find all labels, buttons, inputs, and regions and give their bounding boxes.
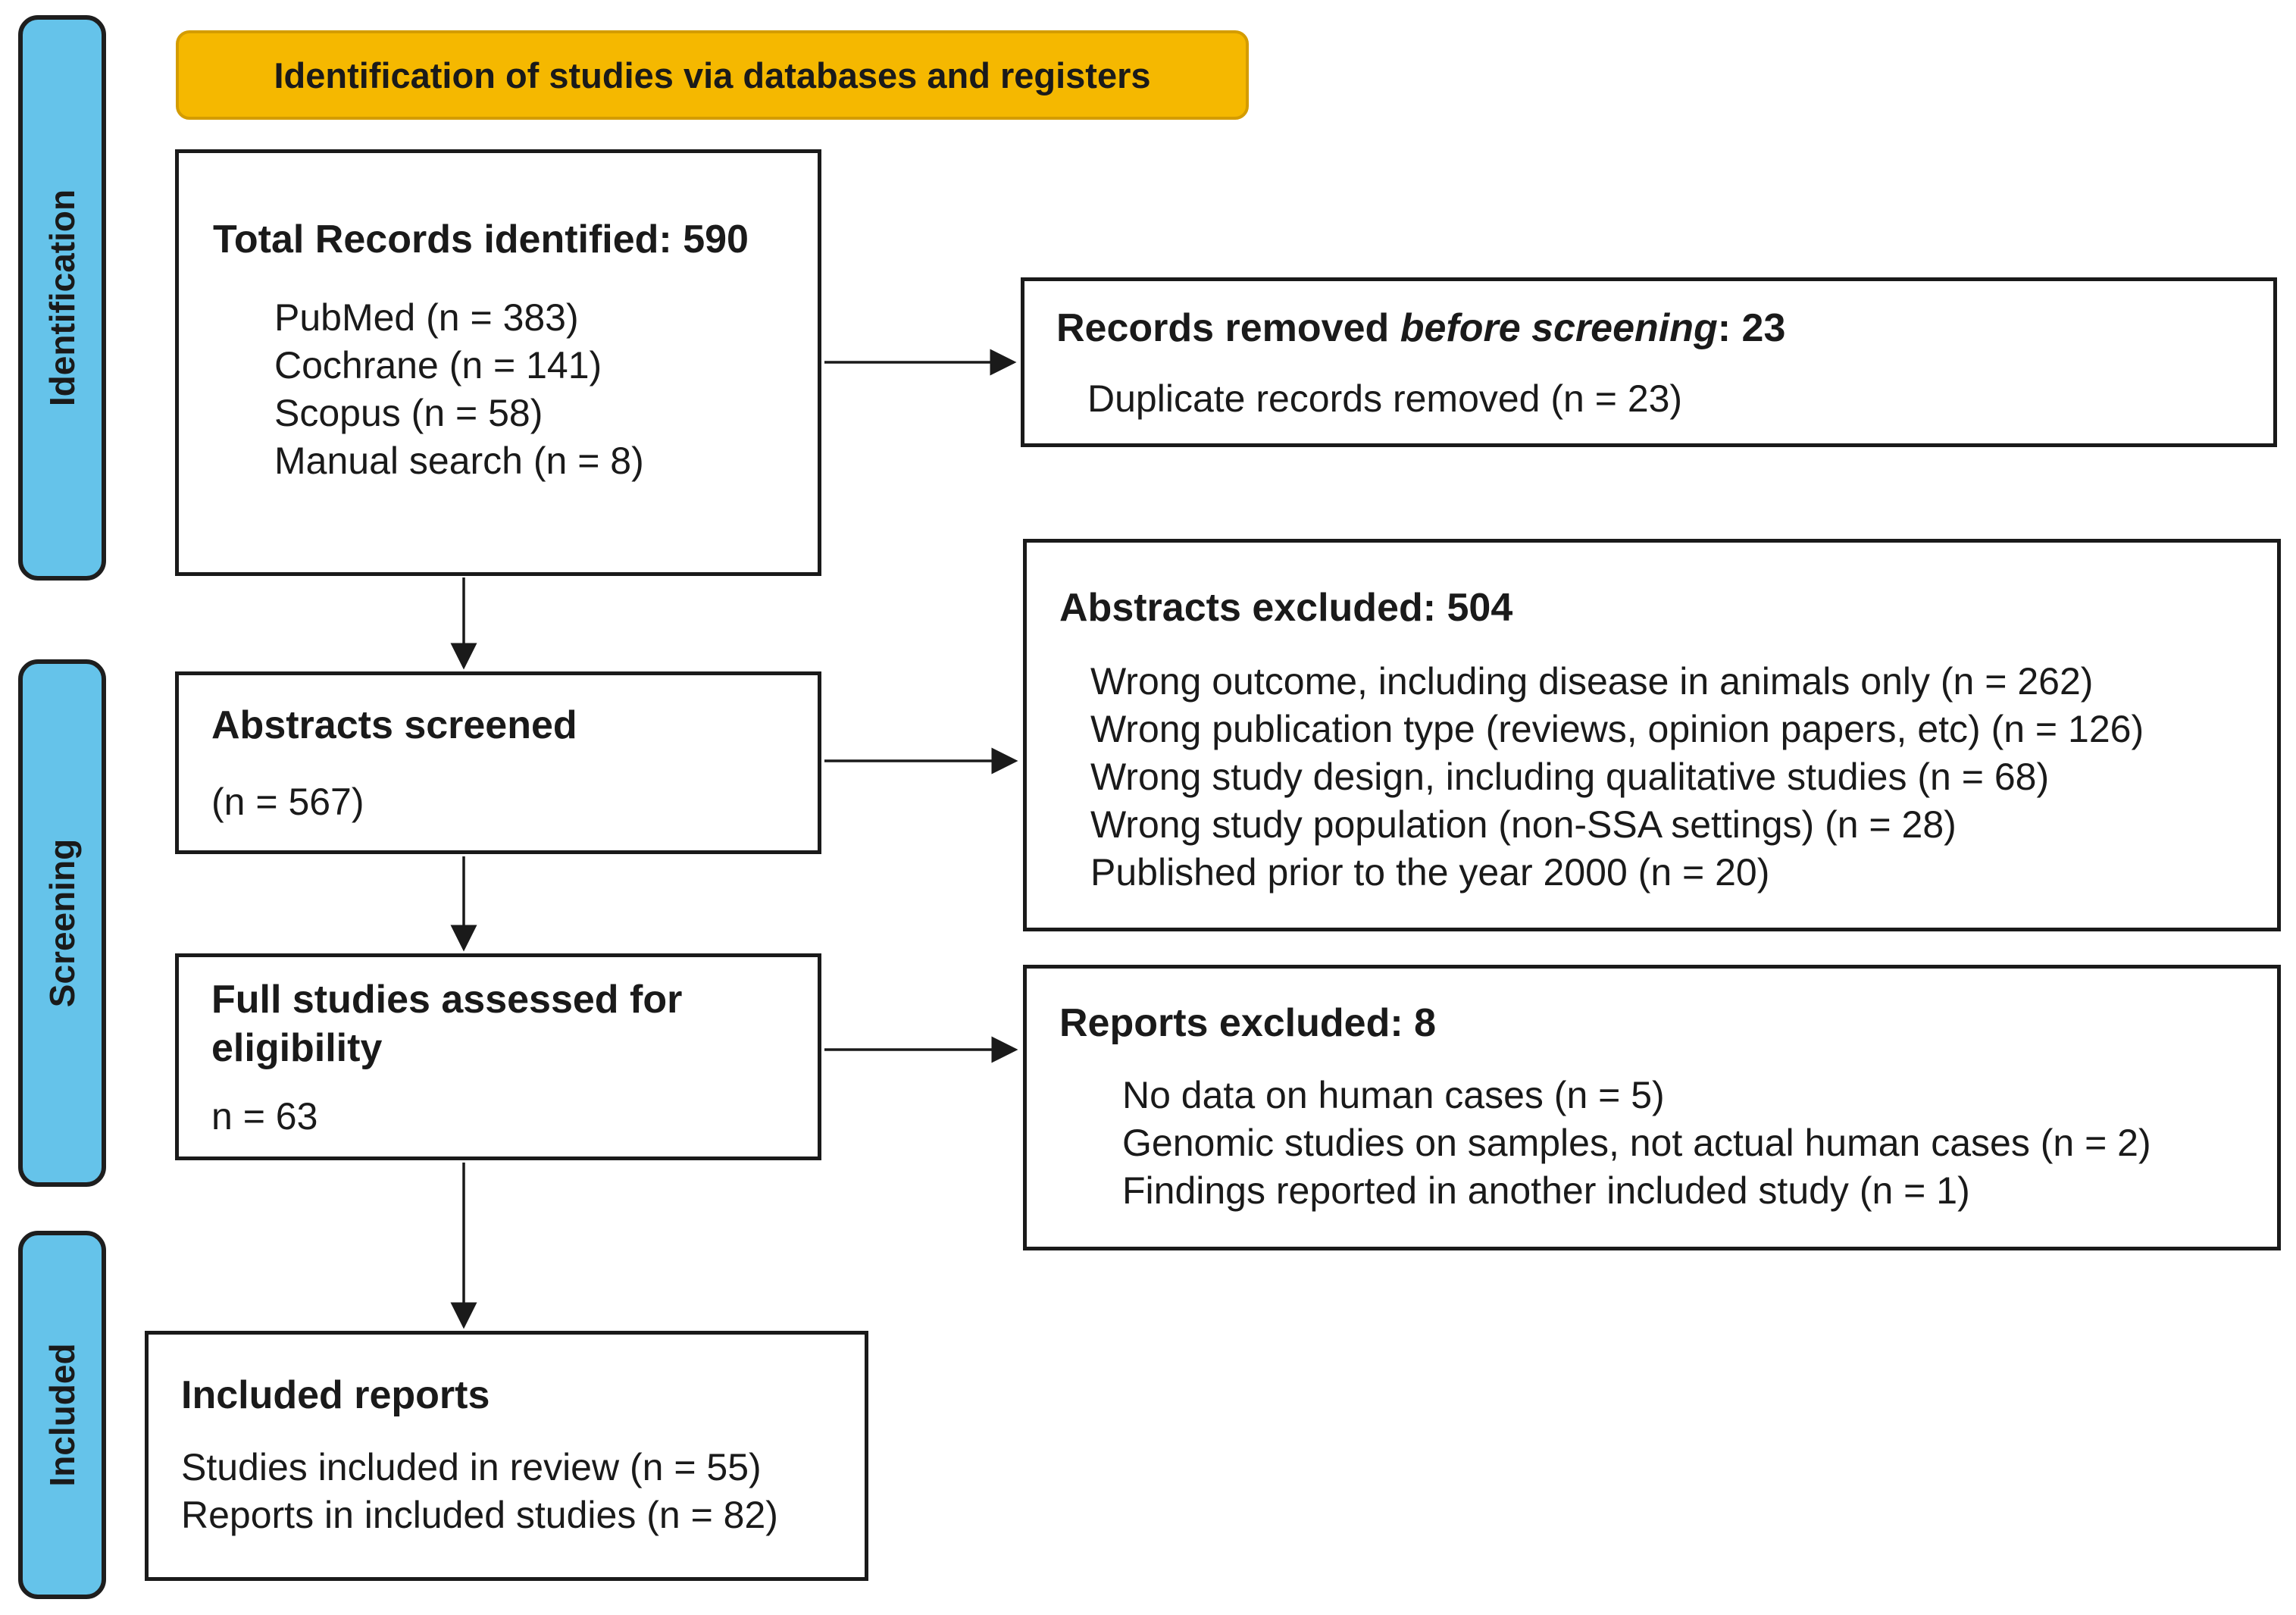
source-scopus: Scopus (n = 58) xyxy=(274,392,543,434)
records-removed-box: Records removed before screening: 23 Dup… xyxy=(1021,277,2277,447)
total-records-title: Total Records identified: 590 xyxy=(213,218,749,261)
abstracts-screened-title: Abstracts screened xyxy=(211,703,577,747)
total-records-box: Total Records identified: 590 PubMed (n … xyxy=(175,149,821,576)
records-removed-lines: Duplicate records removed (n = 23) xyxy=(1087,375,1682,423)
phase-included: Included xyxy=(18,1231,106,1599)
exclusion-reason-date: Published prior to the year 2000 (n = 20… xyxy=(1090,851,1770,894)
report-exclusion-genomic: Genomic studies on samples, not actual h… xyxy=(1122,1122,2151,1164)
studies-included-line: Studies included in review (n = 55) xyxy=(181,1446,762,1488)
included-reports-title: Included reports xyxy=(181,1373,490,1417)
phase-screening-label: Screening xyxy=(42,838,82,1008)
phase-identification-label: Identification xyxy=(42,189,82,407)
abstracts-excluded-reasons: Wrong outcome, including disease in anim… xyxy=(1090,658,2144,897)
exclusion-reason-publication-type: Wrong publication type (reviews, opinion… xyxy=(1090,708,2144,750)
exclusion-reason-outcome: Wrong outcome, including disease in anim… xyxy=(1090,660,2094,703)
records-removed-title: Records removed before screening: 23 xyxy=(1056,304,1785,352)
full-studies-count: n = 63 xyxy=(211,1095,318,1138)
abstracts-screened-count: (n = 567) xyxy=(211,781,364,823)
records-removed-title-suffix: : 23 xyxy=(1717,306,1786,350)
exclusion-reason-study-design: Wrong study design, including qualitativ… xyxy=(1090,756,2050,798)
phase-screening: Screening xyxy=(18,659,106,1187)
abstracts-excluded-title: Abstracts excluded: 504 xyxy=(1059,586,1513,630)
exclusion-reason-population: Wrong study population (non-SSA settings… xyxy=(1090,803,1957,846)
phase-identification: Identification xyxy=(18,15,106,581)
source-manual-search: Manual search (n = 8) xyxy=(274,440,644,482)
reports-excluded-title: Reports excluded: 8 xyxy=(1059,1001,1437,1045)
reports-excluded-reasons: No data on human cases (n = 5) Genomic s… xyxy=(1122,1072,2151,1215)
identification-banner: Identification of studies via databases … xyxy=(176,30,1249,120)
source-pubmed: PubMed (n = 383) xyxy=(274,296,579,339)
abstracts-excluded-box: Abstracts excluded: 504 Wrong outcome, i… xyxy=(1023,539,2281,931)
full-studies-title: Full studies assessed for eligibility xyxy=(211,978,683,1070)
report-exclusion-duplicate-findings: Findings reported in another included st… xyxy=(1122,1169,1970,1212)
abstracts-screened-box: Abstracts screened (n = 567) xyxy=(175,671,821,854)
source-cochrane: Cochrane (n = 141) xyxy=(274,344,602,387)
report-exclusion-no-data: No data on human cases (n = 5) xyxy=(1122,1074,1665,1116)
reports-excluded-box: Reports excluded: 8 No data on human cas… xyxy=(1023,965,2281,1250)
identification-banner-label: Identification of studies via databases … xyxy=(274,55,1151,95)
reports-included-line: Reports in included studies (n = 82) xyxy=(181,1494,778,1536)
duplicate-records-line: Duplicate records removed (n = 23) xyxy=(1087,377,1683,420)
records-removed-title-emphasis: before screening xyxy=(1400,306,1718,350)
records-removed-title-prefix: Records removed xyxy=(1056,306,1400,350)
included-reports-box: Included reports Studies included in rev… xyxy=(145,1331,868,1581)
full-studies-box: Full studies assessed for eligibility n … xyxy=(175,953,821,1160)
included-reports-lines: Studies included in review (n = 55) Repo… xyxy=(181,1444,778,1539)
total-records-sources: PubMed (n = 383) Cochrane (n = 141) Scop… xyxy=(274,294,644,485)
phase-included-label: Included xyxy=(42,1343,82,1487)
